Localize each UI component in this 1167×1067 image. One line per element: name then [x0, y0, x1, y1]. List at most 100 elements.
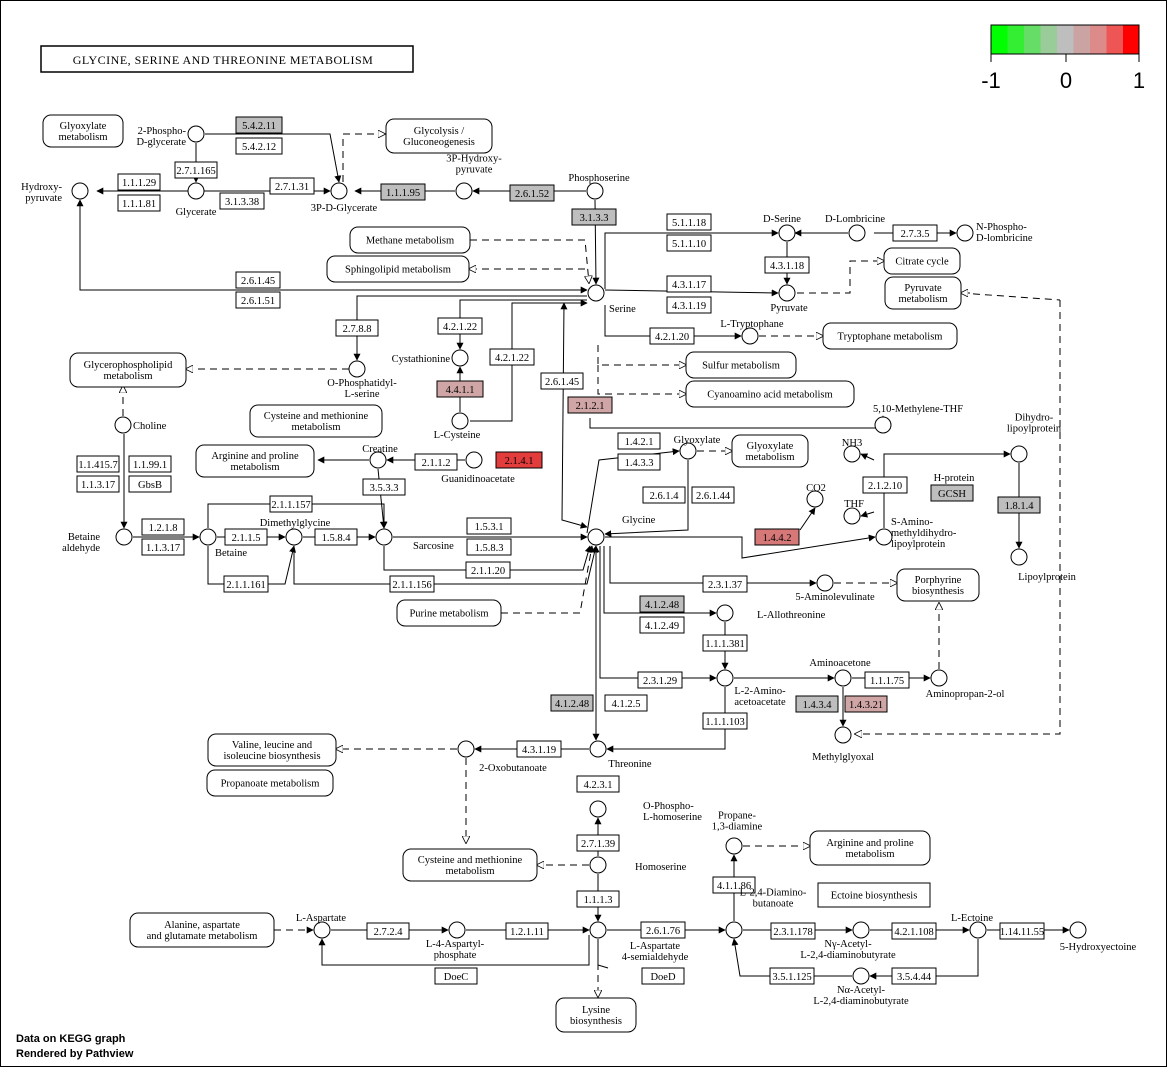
enzyme-box[interactable] [997, 496, 1041, 514]
pathway-link-box[interactable] [555, 997, 637, 1033]
compound-node[interactable] [1069, 921, 1087, 939]
enzyme-box[interactable] [141, 518, 185, 536]
enzyme-box[interactable] [495, 451, 543, 469]
pathway-link-box[interactable] [129, 912, 275, 948]
compound-node[interactable] [457, 740, 475, 758]
enzyme-box[interactable] [666, 275, 712, 293]
enzyme-box[interactable] [235, 271, 281, 289]
compound-node[interactable] [455, 182, 473, 200]
compound-node[interactable] [716, 669, 734, 687]
compound-node[interactable] [589, 800, 607, 818]
pathway-link-box[interactable] [884, 276, 962, 310]
enzyme-box[interactable] [437, 317, 483, 335]
enzyme-box[interactable] [465, 561, 511, 579]
enzyme-box[interactable] [862, 476, 908, 494]
compound-node[interactable] [852, 921, 870, 939]
compound-node[interactable] [587, 284, 605, 302]
enzyme-box[interactable] [576, 775, 620, 793]
enzyme-box[interactable] [466, 538, 512, 556]
enzyme-box[interactable] [76, 455, 120, 473]
enzyme-box[interactable] [641, 967, 685, 985]
compound-node[interactable] [348, 360, 366, 378]
compound-node[interactable] [834, 669, 852, 687]
pathway-link-box[interactable] [822, 322, 958, 350]
enzyme-box[interactable] [335, 319, 379, 337]
pathway-link-box[interactable] [883, 247, 961, 275]
enzyme-box[interactable] [617, 432, 661, 450]
enzyme-box[interactable] [314, 528, 358, 546]
compound-node[interactable] [448, 921, 466, 939]
compound-node[interactable] [589, 856, 607, 874]
enzyme-box[interactable] [770, 922, 816, 940]
enzyme-box[interactable] [666, 213, 712, 231]
enzyme-box[interactable] [128, 455, 172, 473]
enzyme-box[interactable] [235, 116, 283, 134]
compound-node[interactable] [330, 182, 348, 200]
pathway-link-box[interactable] [896, 568, 980, 602]
enzyme-box[interactable] [389, 575, 435, 593]
enzyme-box[interactable] [117, 173, 161, 191]
enzyme-box[interactable] [235, 291, 281, 309]
compound-node[interactable] [187, 125, 205, 143]
enzyme-box[interactable] [666, 234, 712, 252]
compound-node[interactable] [199, 528, 217, 546]
enzyme-box[interactable] [219, 192, 265, 210]
enzyme-box[interactable] [235, 137, 283, 155]
enzyme-box[interactable] [892, 224, 938, 242]
compound-node[interactable] [874, 416, 892, 434]
enzyme-box[interactable] [434, 967, 478, 985]
enzyme-box[interactable] [639, 595, 685, 613]
pathway-link-box[interactable] [206, 769, 334, 797]
compound-node[interactable] [725, 837, 743, 855]
enzyme-box[interactable] [128, 475, 172, 493]
enzyme-box[interactable] [567, 396, 613, 414]
enzyme-box[interactable] [224, 528, 268, 546]
enzyme-box[interactable] [617, 453, 661, 471]
enzyme-box[interactable] [576, 834, 620, 852]
enzyme-box[interactable] [366, 922, 410, 940]
pathway-link-box[interactable] [731, 434, 809, 468]
compound-node[interactable] [816, 574, 834, 592]
enzyme-box[interactable] [489, 348, 535, 366]
enzyme-box[interactable] [640, 921, 686, 939]
compound-node[interactable] [114, 416, 132, 434]
enzyme-box[interactable] [891, 967, 937, 985]
enzyme-box[interactable] [639, 616, 685, 634]
enzyme-box[interactable] [637, 671, 683, 689]
enzyme-box[interactable] [436, 380, 484, 398]
enzyme-box[interactable] [649, 327, 695, 345]
pathway-link-box[interactable] [817, 882, 931, 908]
enzyme-box[interactable] [754, 528, 800, 546]
compound-node[interactable] [716, 604, 734, 622]
enzyme-box[interactable] [999, 922, 1045, 940]
pathway-link-box[interactable] [685, 351, 797, 379]
compound-node[interactable] [187, 182, 205, 200]
compound-node[interactable] [679, 442, 697, 460]
compound-node[interactable] [930, 669, 948, 687]
compound-node[interactable] [375, 528, 393, 546]
enzyme-box[interactable] [414, 453, 458, 471]
enzyme-box[interactable] [864, 671, 910, 689]
enzyme-box[interactable] [223, 575, 269, 593]
pathway-link-box[interactable] [402, 848, 538, 882]
compound-node[interactable] [451, 349, 469, 367]
enzyme-box[interactable] [466, 517, 512, 535]
compound-node[interactable] [843, 445, 861, 463]
enzyme-box[interactable] [509, 184, 555, 202]
compound-node[interactable] [956, 224, 974, 242]
compound-node[interactable] [843, 507, 861, 525]
compound-node[interactable] [285, 528, 303, 546]
compound-node[interactable] [589, 740, 607, 758]
enzyme-box[interactable] [712, 876, 756, 894]
pathway-link-box[interactable] [349, 226, 471, 254]
compound-node[interactable] [465, 451, 483, 469]
compound-node[interactable] [778, 284, 796, 302]
pathway-link-box[interactable] [809, 830, 931, 866]
pathway-link-box[interactable] [685, 380, 855, 408]
enzyme-box[interactable] [769, 967, 815, 985]
enzyme-box[interactable] [117, 194, 161, 212]
enzyme-box[interactable] [691, 486, 735, 504]
compound-node[interactable] [969, 921, 987, 939]
compound-node[interactable] [1010, 548, 1028, 566]
enzyme-box[interactable] [702, 575, 748, 593]
